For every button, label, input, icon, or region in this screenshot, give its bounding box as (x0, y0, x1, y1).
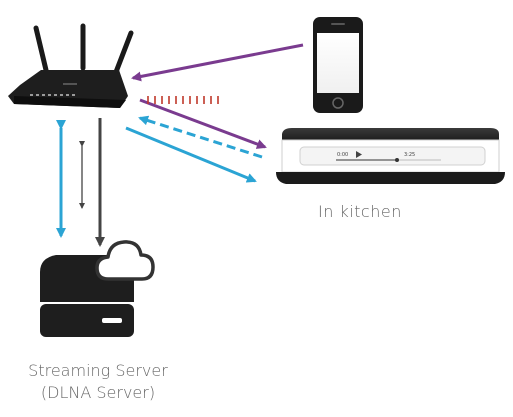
server-label: Streaming Server (DLNA Server) (0, 360, 196, 404)
router-to-speaker-stream-arrow (125, 126, 257, 183)
speaker-to-router-stream-arrow (138, 115, 263, 159)
kitchen-label: In kitchen (318, 202, 402, 221)
router-icon (8, 23, 134, 108)
cloud-icon (95, 240, 155, 281)
server-label-line2: (DLNA Server) (40, 383, 156, 402)
speaker-time-elapsed: 0:00 (337, 152, 348, 158)
server-label-line1: Streaming Server (28, 361, 168, 380)
speaker-icon: 0:00 3:25 (276, 128, 505, 184)
smartphone-icon (313, 17, 363, 113)
signal-ticks (147, 96, 219, 104)
speaker-time-total: 3:25 (404, 152, 415, 158)
router-to-speaker-arrow (139, 98, 267, 149)
play-icon (356, 151, 362, 158)
phone-to-router-arrow (131, 43, 304, 82)
